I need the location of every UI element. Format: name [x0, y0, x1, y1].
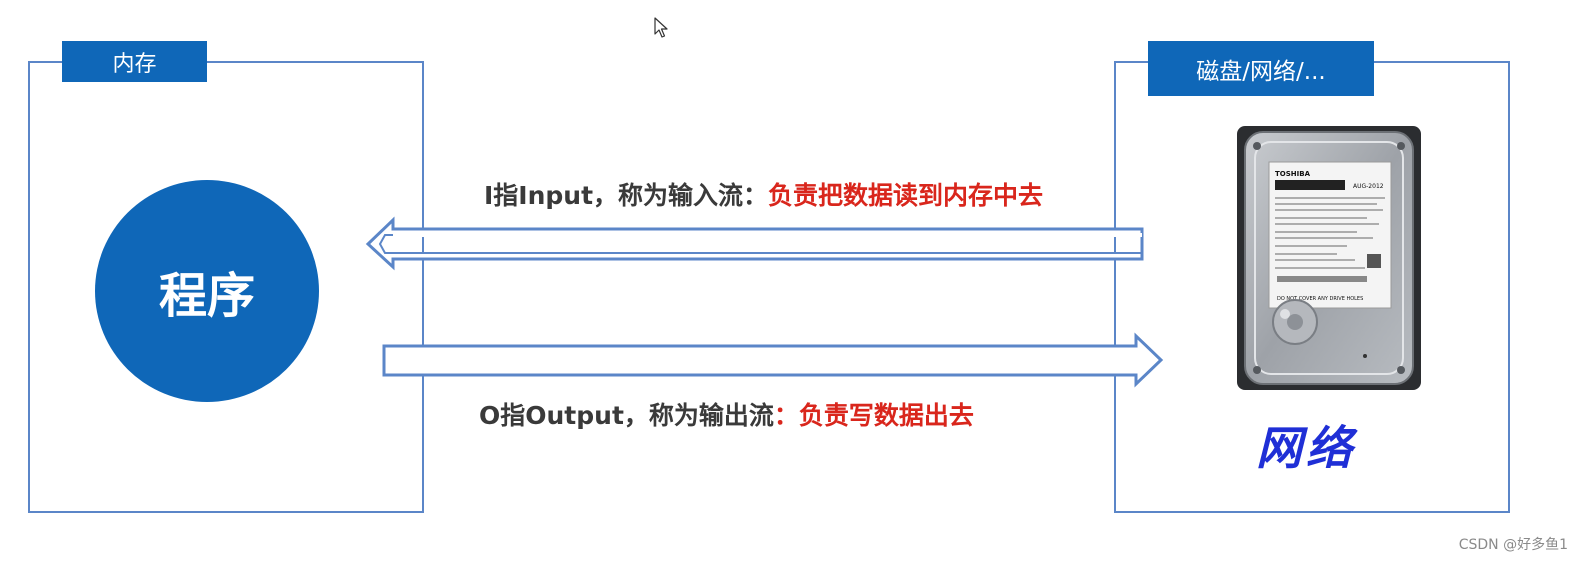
input-flow-label: I指Input，称为输入流：负责把数据读到内存中去: [484, 176, 1043, 212]
memory-tab: 内存: [62, 41, 207, 82]
mouse-cursor-icon: [654, 17, 668, 38]
hdd-model: AUG-2012: [1353, 183, 1384, 190]
hard-disk-icon: TOSHIBA AUG-2012 DO NOT COVER ANY DRIVE …: [1237, 126, 1421, 390]
output-flow-label: O指Output，称为输出流：负责写数据出去: [479, 396, 974, 432]
memory-box: [28, 61, 424, 513]
hdd-brand: TOSHIBA: [1275, 170, 1311, 178]
csdn-watermark: CSDN @好多鱼1: [1458, 537, 1568, 553]
output-flow-prefix: O指Output，称为输出流: [479, 401, 774, 430]
input-flow-prefix: I指Input，称为输入流：: [484, 181, 769, 210]
program-label: 程序: [158, 268, 255, 324]
storage-tab-label: 磁盘/网络/...: [1196, 58, 1326, 85]
program-circle: 程序: [95, 180, 319, 402]
network-label: 网络: [1256, 421, 1356, 475]
memory-tab-label: 内存: [112, 51, 157, 77]
input-flow-highlight: 负责把数据读到内存中去: [768, 181, 1044, 210]
output-flow-highlight: ：负责写数据出去: [773, 401, 974, 430]
storage-tab: 磁盘/网络/...: [1148, 41, 1374, 96]
hdd-warning: DO NOT COVER ANY DRIVE HOLES: [1277, 296, 1363, 302]
